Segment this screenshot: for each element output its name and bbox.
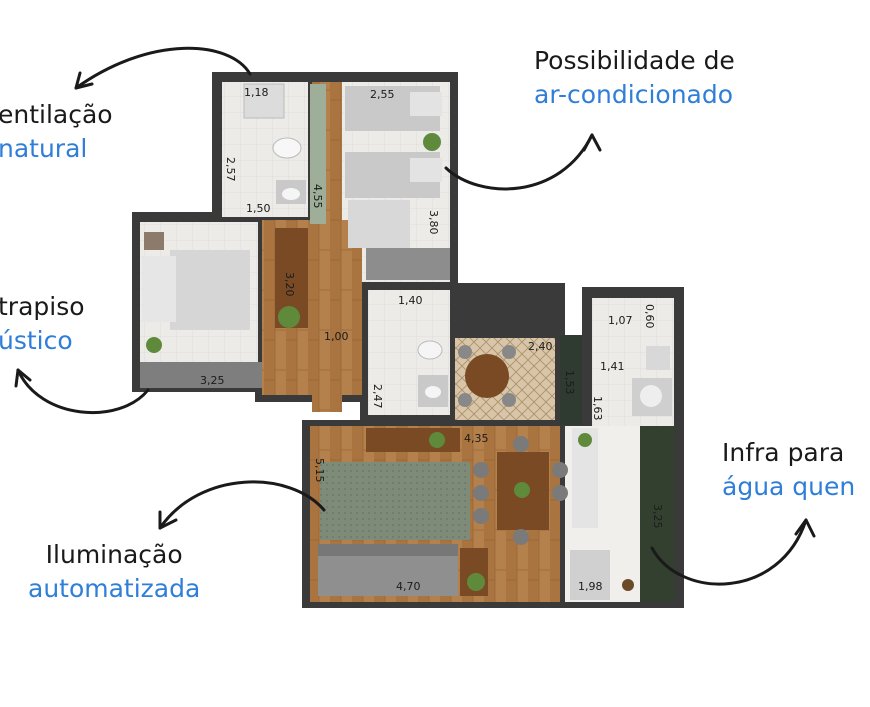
arrow-ventilacao bbox=[74, 46, 252, 90]
callout-arrows bbox=[14, 46, 816, 586]
callout-ar-condicionado: Possibilidade de ar-condicionado bbox=[534, 44, 735, 112]
dim-label: 3,20 bbox=[283, 272, 296, 297]
dim-label: 4,55 bbox=[311, 184, 324, 209]
dim-label: 1,53 bbox=[563, 370, 576, 395]
dim-label: 3,25 bbox=[651, 504, 664, 529]
dim-label: 1,18 bbox=[244, 86, 269, 99]
dim-label: 5,15 bbox=[313, 458, 326, 483]
dim-label: 1,98 bbox=[578, 580, 603, 593]
dim-label: 1,63 bbox=[591, 396, 604, 421]
furniture bbox=[142, 83, 672, 600]
callout-contrapiso: trapiso ústico bbox=[0, 290, 85, 358]
dim-label: 1,50 bbox=[246, 202, 271, 215]
dim-label: 2,55 bbox=[370, 88, 395, 101]
dim-label: 2,57 bbox=[224, 157, 237, 182]
callout-contrapiso-line2: ústico bbox=[0, 326, 73, 355]
dim-label: 4,35 bbox=[464, 432, 489, 445]
arrow-iluminacao bbox=[158, 480, 326, 530]
callout-contrapiso-line1: trapiso bbox=[0, 292, 85, 321]
dim-label: 2,40 bbox=[528, 340, 553, 353]
callout-iluminacao-line1: Iluminação bbox=[45, 540, 183, 569]
dim-label: 1,40 bbox=[398, 294, 423, 307]
arrow-ar-condicionado bbox=[444, 133, 594, 191]
callout-agua-quente: Infra para água quen bbox=[722, 436, 870, 504]
dim-label: 1,07 bbox=[608, 314, 633, 327]
dim-label: 4,70 bbox=[396, 580, 421, 593]
callout-ventilacao-line1: entilação bbox=[0, 100, 113, 129]
dimension-labels: 1,18 2,57 1,50 4,55 2,55 3,80 3,20 1,00 … bbox=[200, 86, 664, 593]
callout-ventilacao-line2: natural bbox=[0, 134, 88, 163]
callout-iluminacao: Iluminação automatizada bbox=[28, 538, 200, 606]
callout-ventilacao: entilação natural bbox=[0, 98, 113, 166]
callout-ar-line2: ar-condicionado bbox=[534, 80, 734, 109]
dim-label: 2,47 bbox=[371, 384, 384, 409]
arrow-agua-quente bbox=[650, 518, 808, 586]
dim-label: 1,00 bbox=[324, 330, 349, 343]
dim-label: 3,80 bbox=[427, 210, 440, 235]
callout-agua-line1: Infra para bbox=[722, 438, 845, 467]
arrow-contrapiso bbox=[16, 368, 150, 415]
dim-label: 1,41 bbox=[600, 360, 625, 373]
dim-label: 3,25 bbox=[200, 374, 225, 387]
dim-label: 0,60 bbox=[643, 304, 656, 329]
callout-ar-line1: Possibilidade de bbox=[534, 46, 735, 75]
callout-iluminacao-line2: automatizada bbox=[28, 574, 201, 603]
callout-agua-line2: água quen bbox=[722, 472, 856, 501]
